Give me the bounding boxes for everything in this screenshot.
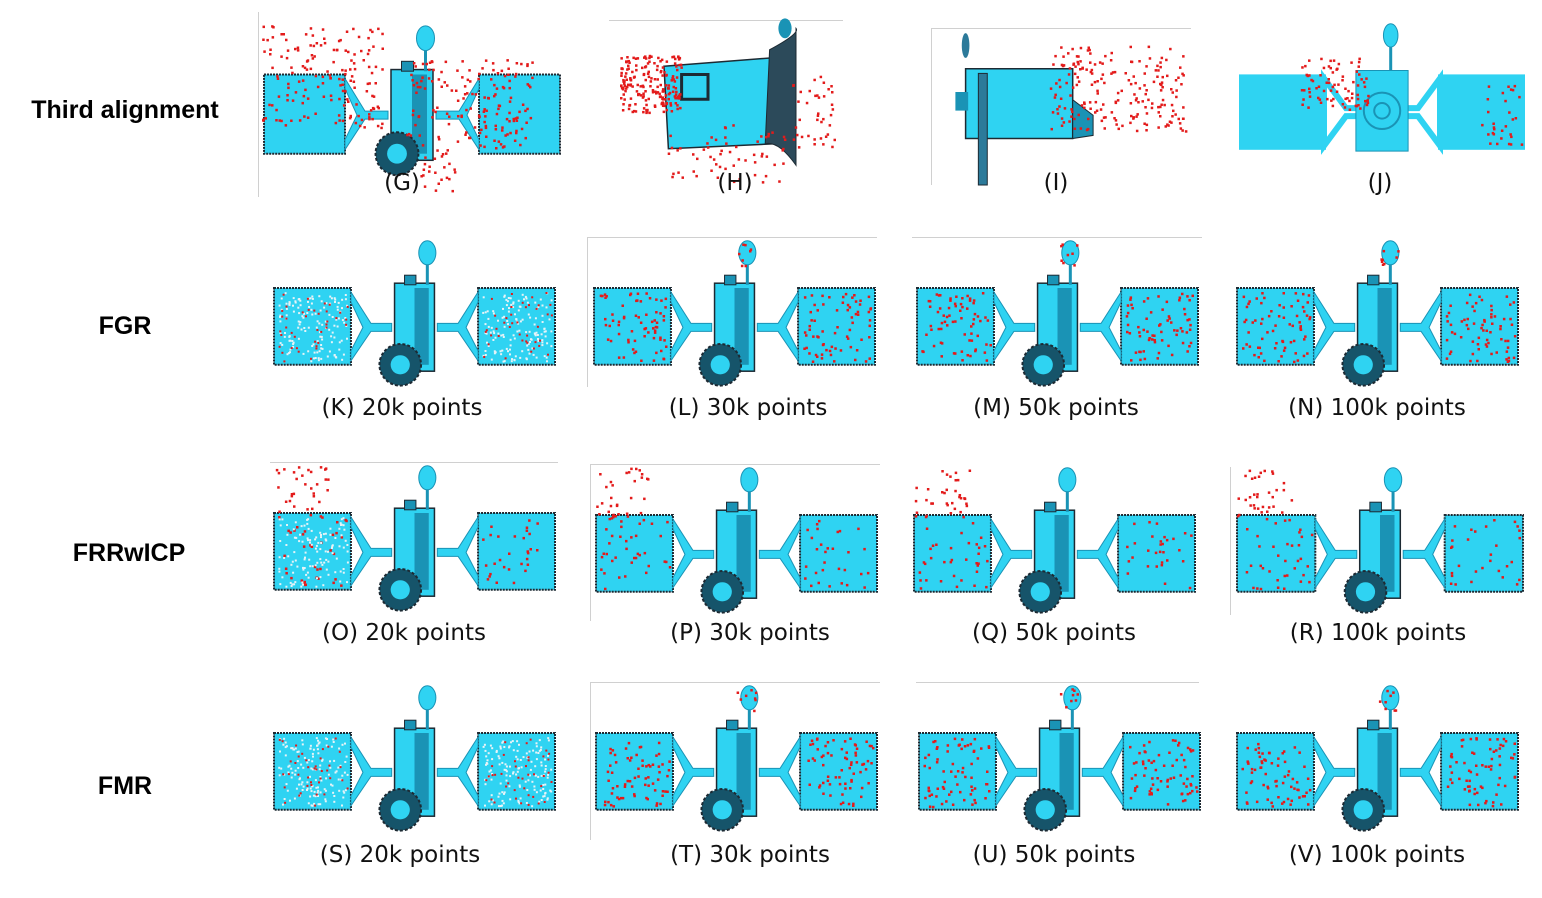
satellite-rendering: [620, 18, 836, 184]
satellite-image: [1237, 23, 1527, 155]
panel-frame-line: [258, 12, 259, 197]
panel-caption: (M) 50k points: [973, 395, 1139, 421]
row-third-alignment: Third alignment (G) (H) (I) (J): [0, 0, 1542, 220]
satellite-rendering: [1236, 685, 1519, 832]
satellite-rendering: [273, 685, 556, 832]
panel-frame-line: [912, 237, 1202, 238]
satellite-image: [262, 25, 562, 193]
satellite-rendering: [595, 467, 878, 614]
satellite-image: [917, 685, 1202, 845]
panel-caption: (P) 30k points: [670, 620, 830, 646]
satellite-image: [1235, 240, 1520, 400]
satellite-rendering: [273, 240, 556, 387]
row-frrwicp: FRRwICP (O) 20k points (P) 30k points (Q…: [0, 445, 1542, 665]
satellite-rendering: [955, 33, 1188, 186]
satellite-image: [915, 240, 1200, 400]
panel-frame-line: [590, 682, 880, 683]
panel-caption: (N) 100k points: [1288, 395, 1466, 421]
satellite-rendering: [918, 685, 1201, 832]
panel-caption: (K) 20k points: [321, 395, 483, 421]
satellite-image: [912, 467, 1197, 627]
satellite-rendering: [913, 467, 1196, 614]
satellite-image: [272, 685, 557, 845]
panel-caption: (S) 20k points: [319, 842, 481, 868]
panel-caption: (G): [384, 170, 420, 196]
panel-frame-line: [1230, 467, 1231, 615]
satellite-image: [1235, 685, 1520, 845]
panel-frame-line: [587, 237, 877, 238]
satellite-image: [272, 240, 557, 400]
satellite-image: [272, 465, 557, 625]
satellite-rendering: [916, 240, 1199, 387]
panel-frame-line: [270, 462, 558, 463]
panel-caption: (T) 30k points: [670, 842, 830, 868]
row-label: FGR: [98, 312, 152, 340]
panel-caption: (U) 50k points: [972, 842, 1136, 868]
panel-frame-line: [590, 682, 591, 840]
satellite-image: [935, 30, 1190, 186]
panel-caption: (L) 30k points: [668, 395, 828, 421]
panel-frame-line: [590, 464, 591, 621]
panel-frame-line: [590, 464, 880, 465]
satellite-rendering: [1239, 23, 1525, 155]
satellite-image: [1235, 467, 1525, 627]
panel-frame-line: [931, 28, 1191, 29]
row-label: FRRwICP: [72, 539, 186, 567]
panel-caption: (R) 100k points: [1289, 620, 1467, 646]
row-label: Third alignment: [31, 96, 219, 124]
row-label: FMR: [97, 772, 153, 800]
satellite-rendering: [1236, 240, 1519, 387]
panel-caption: (V) 100k points: [1288, 842, 1466, 868]
satellite-rendering: [593, 240, 876, 387]
satellite-rendering: [1236, 467, 1524, 614]
panel-frame-line: [587, 237, 588, 387]
satellite-image: [594, 685, 879, 845]
panel-caption: (J): [1367, 170, 1393, 196]
panel-caption: (O) 20k points: [322, 620, 486, 646]
panel-caption: (I): [1043, 170, 1069, 196]
satellite-rendering: [262, 25, 561, 193]
satellite-image: [620, 18, 840, 190]
row-fgr: FGR (K) 20k points (L) 30k points (M) 50…: [0, 220, 1542, 440]
panel-frame-line: [931, 28, 932, 185]
satellite-image: [594, 467, 879, 627]
panel-caption: (Q) 50k points: [972, 620, 1136, 646]
row-fmr: FMR (S) 20k points (T) 30k points (U) 50…: [0, 665, 1542, 885]
panel-frame-line: [916, 682, 1199, 683]
panel-frame-line: [609, 20, 843, 21]
satellite-image: [592, 240, 877, 400]
satellite-rendering: [595, 685, 878, 832]
satellite-rendering: [273, 465, 556, 612]
panel-caption: (H): [717, 170, 753, 196]
